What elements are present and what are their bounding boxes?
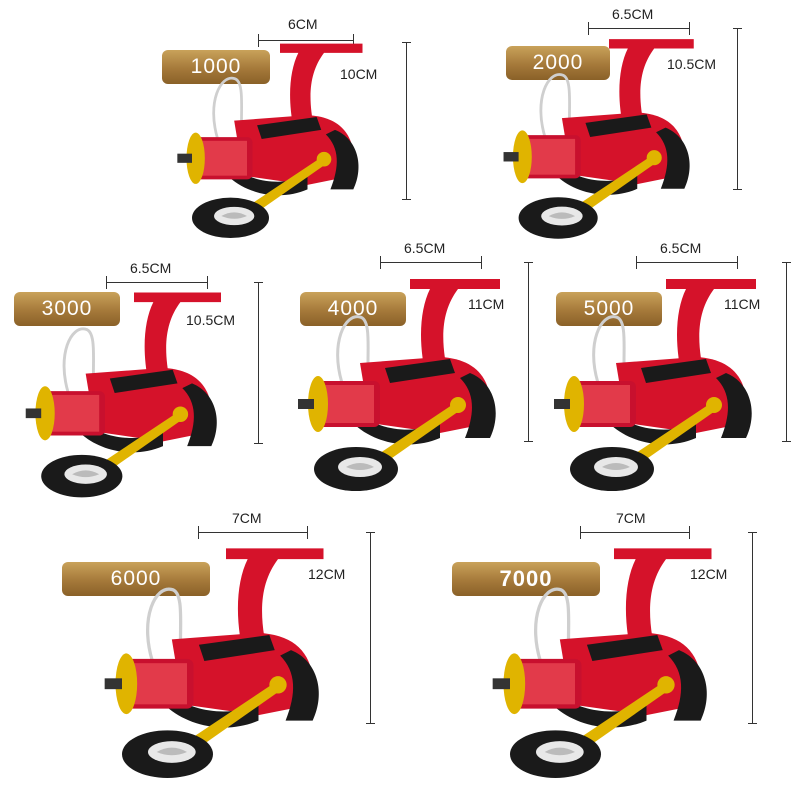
width-dimension-line [258,34,354,47]
reel-image [496,22,722,252]
height-dimension-line [254,282,263,444]
height-dimension-line [748,532,757,724]
height-label: 12CM [308,566,346,582]
width-label: 7CM [616,510,646,526]
height-label: 10CM [340,66,378,82]
width-dimension-line [636,256,738,269]
size-badge: 5000 [556,292,662,326]
height-label: 11CM [468,296,505,312]
reel-image [96,528,356,794]
width-dimension-line [580,526,690,539]
width-label: 6.5CM [130,260,172,276]
width-dimension-line [588,22,690,35]
width-dimension-line [380,256,482,269]
height-dimension-line [402,42,411,200]
height-label: 10.5CM [667,56,717,72]
height-dimension-line [733,28,742,190]
size-badge: 4000 [300,292,406,326]
height-dimension-line [366,532,375,724]
size-badge: 6000 [62,562,210,596]
width-label: 7CM [232,510,262,526]
width-dimension-line [106,276,208,289]
height-dimension-line [524,262,533,442]
width-label: 6CM [288,16,318,32]
width-label: 6.5CM [660,240,702,256]
reel-image [290,258,530,508]
height-label: 11CM [724,296,761,312]
width-label: 6.5CM [404,240,446,256]
reel-image [170,38,390,240]
size-badge: 7000 [452,562,600,596]
width-dimension-line [198,526,308,539]
height-dimension-line [782,262,791,442]
height-label: 10.5CM [186,312,236,328]
reel-image [546,258,786,508]
reel-image [18,276,250,510]
size-badge: 3000 [14,292,120,326]
height-label: 12CM [690,566,728,582]
reel-image [484,528,744,794]
size-badge: 1000 [162,50,270,84]
width-label: 6.5CM [612,6,654,22]
